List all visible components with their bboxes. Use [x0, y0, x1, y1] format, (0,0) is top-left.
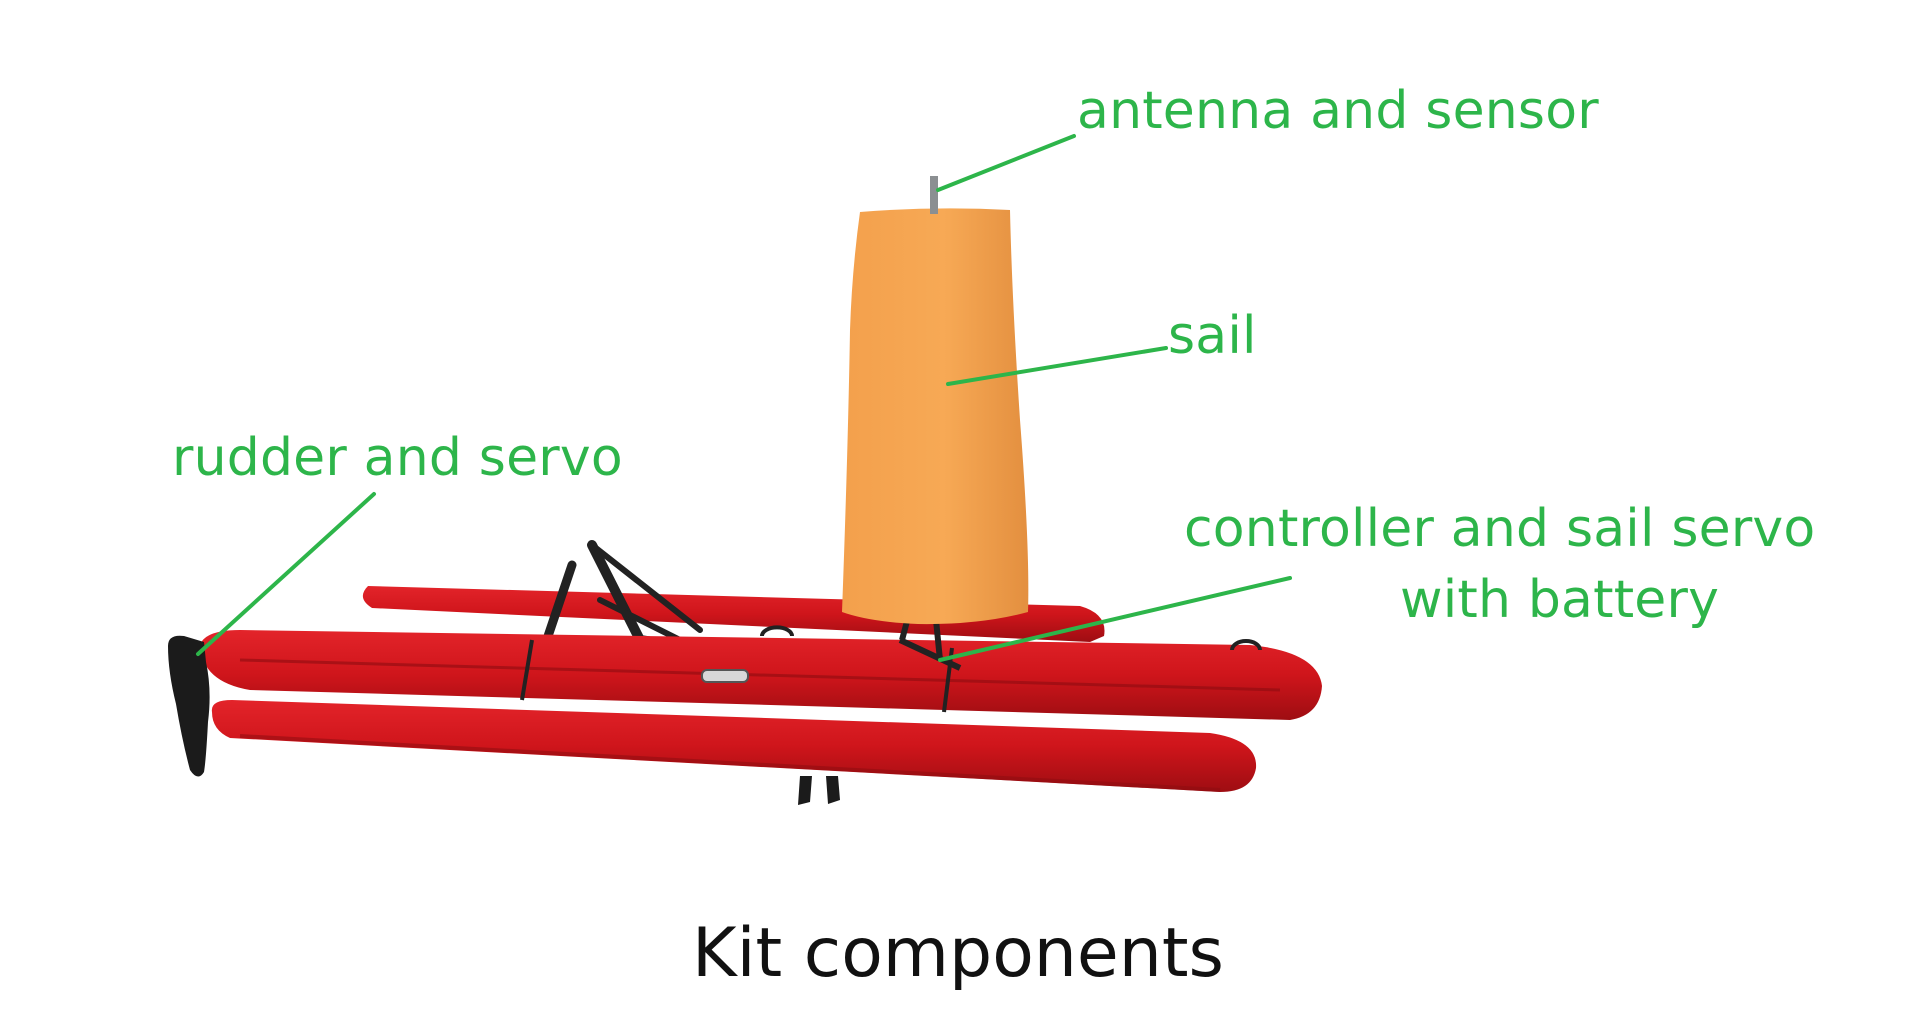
sail [842, 208, 1029, 625]
antenna [930, 176, 938, 214]
controller-label-line2: with battery [1400, 570, 1720, 630]
rudder-pointer [196, 492, 376, 656]
pointer-lines [196, 134, 1292, 662]
controller-label-line1: controller and sail servo [1184, 499, 1816, 559]
back-pontoon [362, 586, 1105, 642]
daggerboard [798, 776, 840, 805]
sail-label: sail [1168, 306, 1257, 366]
rudder [168, 635, 210, 777]
front-pontoon [211, 700, 1257, 792]
antenna-label: antenna and sensor [1077, 81, 1599, 141]
sail-pointer [946, 346, 1168, 386]
rudder-label: rudder and servo [172, 428, 623, 488]
figure-caption: Kit components [692, 914, 1224, 993]
controller-pointer [938, 576, 1292, 662]
antenna-pointer [936, 134, 1076, 192]
